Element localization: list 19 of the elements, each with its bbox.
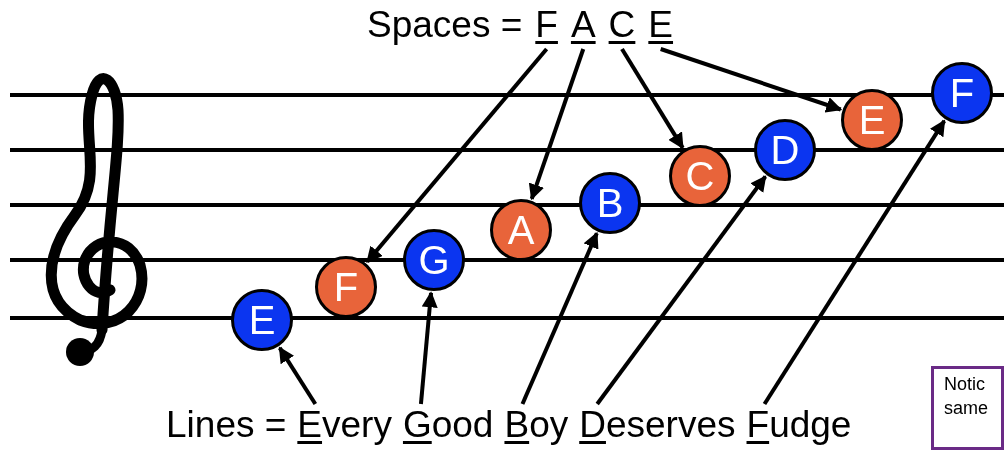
word: Deserves [579, 402, 736, 448]
word: Fudge [746, 402, 852, 448]
arrow [418, 291, 438, 405]
word: Every [297, 402, 392, 448]
arrow [762, 119, 946, 406]
arrow [278, 346, 318, 406]
label-text: Spaces = [367, 3, 523, 47]
letter: A [570, 2, 596, 48]
word: Good [402, 402, 494, 448]
note-box: Notic same [931, 366, 1004, 450]
word: Boy [504, 402, 569, 448]
letter: F [535, 2, 558, 48]
arrow [528, 48, 586, 201]
letter: C [608, 2, 636, 48]
label-text: Lines = [166, 403, 287, 447]
letter: E [648, 2, 674, 48]
arrow [660, 47, 843, 113]
arrow [365, 47, 549, 264]
arrow [595, 175, 767, 406]
